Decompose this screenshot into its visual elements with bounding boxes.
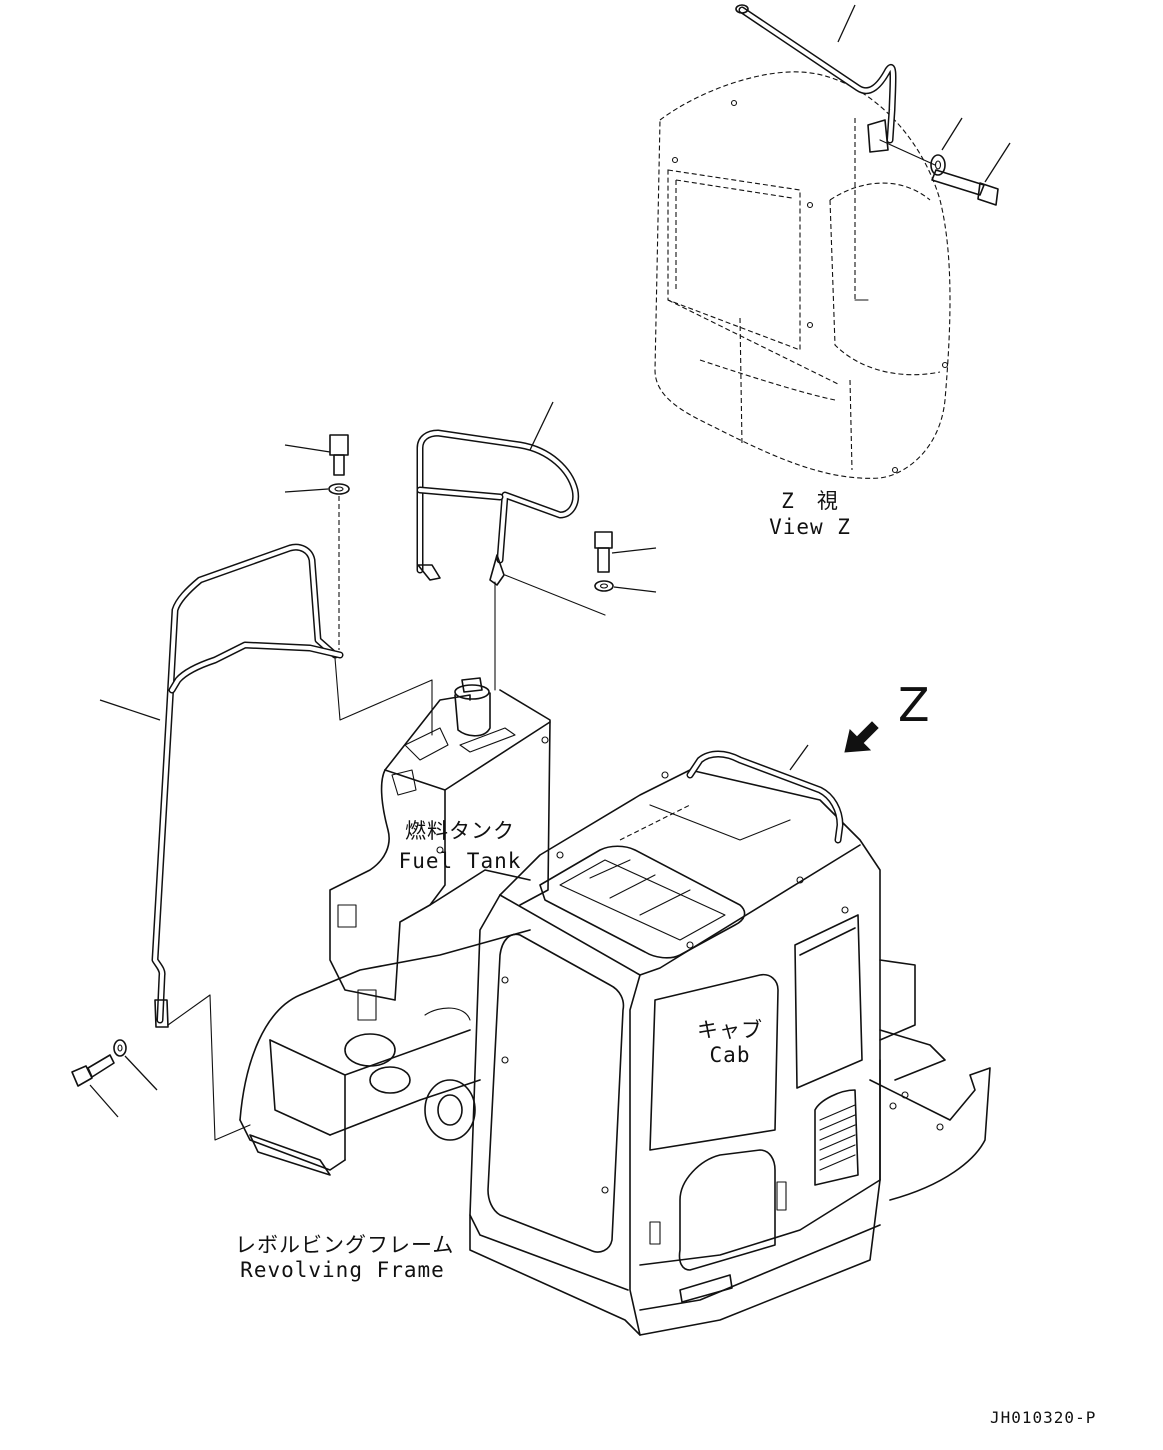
fuel-tank xyxy=(329,677,551,1001)
bolt-z xyxy=(931,142,1011,206)
washer-top-left xyxy=(284,483,350,650)
view-z-arrow xyxy=(844,721,879,753)
cab-label-en: Cab xyxy=(709,1043,751,1067)
frame-label-jp: レボルビングフレーム xyxy=(235,1233,455,1257)
cab-rear-rail xyxy=(686,744,844,844)
cab xyxy=(469,769,881,1336)
view-z-label-jp: Z 視 xyxy=(781,489,839,513)
washer-z xyxy=(930,117,963,176)
center-handrail xyxy=(416,401,606,691)
bolt-left-lower xyxy=(71,1054,119,1118)
drawing-code: JH010320-P xyxy=(990,1408,1097,1427)
rear-handrail-bar xyxy=(735,4,936,301)
washer-left-lower xyxy=(113,1039,158,1091)
washer-center xyxy=(594,580,657,593)
z-marker-label: Z xyxy=(898,678,930,732)
view-z-label-en: View Z xyxy=(769,515,851,539)
bolt-top-left xyxy=(284,434,349,476)
cab-label-jp: キャブ xyxy=(697,1018,763,1042)
revolving-frame xyxy=(239,929,991,1201)
view-z-cab-rear xyxy=(654,71,951,479)
left-handrail xyxy=(99,543,433,1141)
bolt-center xyxy=(594,531,657,573)
fuel-tank-label-en: Fuel Tank xyxy=(398,849,522,873)
frame-label-en: Revolving Frame xyxy=(240,1258,445,1282)
fuel-tank-label-jp: 燃料タンク xyxy=(405,819,515,843)
